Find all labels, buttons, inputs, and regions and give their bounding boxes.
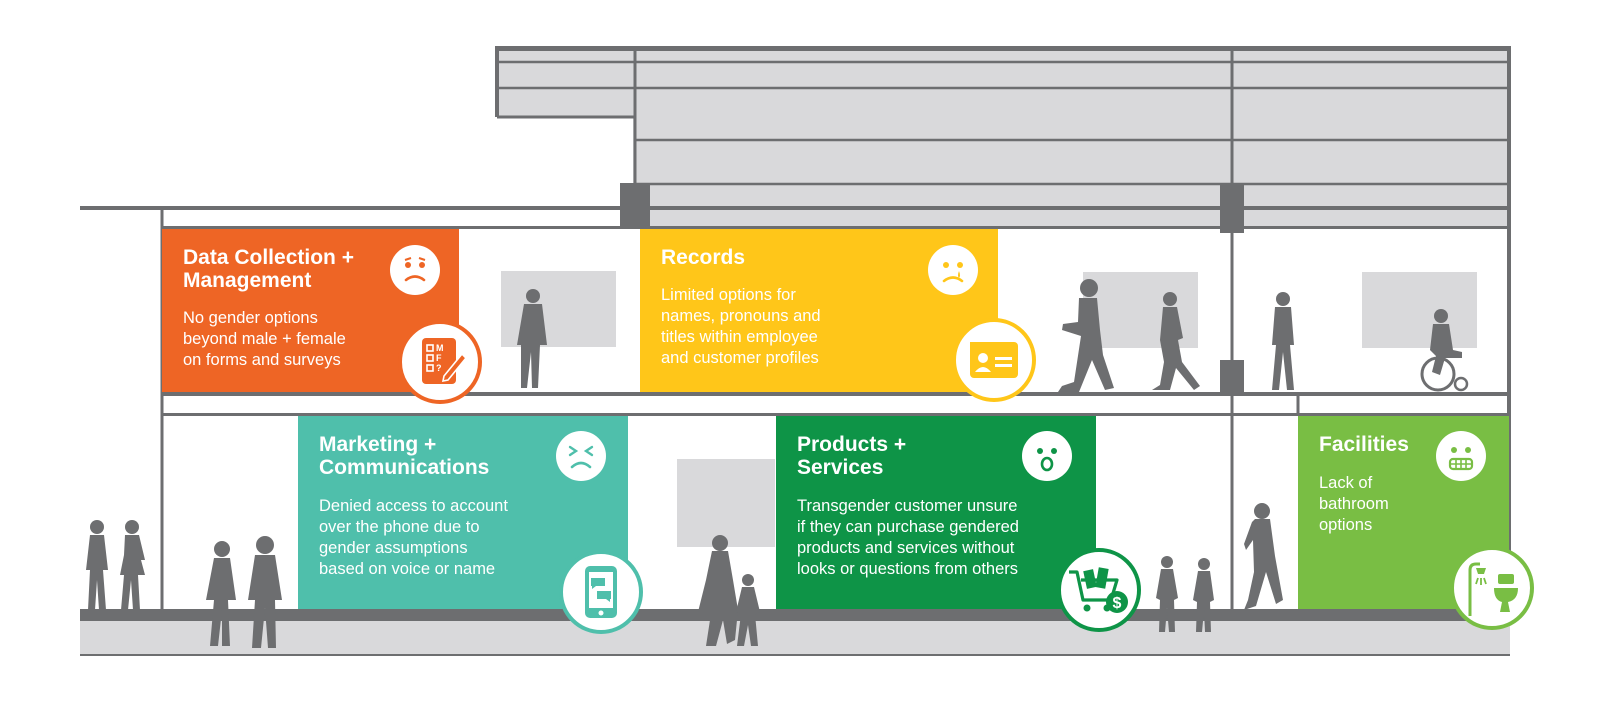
panel-records: Records Limited options for names, prono… <box>640 229 998 392</box>
panel-title: Records <box>661 246 746 269</box>
person-walking-ground-right <box>1244 503 1283 610</box>
svg-text:M: M <box>436 343 444 353</box>
panel-data-collection: Data Collection + Management No gender o… <box>162 229 459 392</box>
person-standing-upper-left <box>517 289 547 388</box>
frustrated-face-icon <box>556 431 606 481</box>
people-women-pair <box>86 520 145 610</box>
panel-products: Products + Services Transgender customer… <box>776 416 1096 609</box>
panel-description: Denied access to account over the phone … <box>319 497 508 578</box>
upper-building <box>495 46 1511 229</box>
id-card-icon <box>952 318 1036 402</box>
panel-title: Marketing + Communications <box>319 433 490 479</box>
panel-description: No gender options beyond male + female o… <box>183 309 346 369</box>
wall-windows <box>501 271 1477 547</box>
surprised-face-icon <box>1022 431 1072 481</box>
crying-face-icon <box>928 245 978 295</box>
people-silhouettes <box>86 279 1469 648</box>
phone-chat-icon <box>559 550 643 634</box>
people-mother-child <box>698 535 760 646</box>
svg-text:$: $ <box>1113 595 1122 612</box>
person-walking-upper-middle <box>1058 279 1114 392</box>
person-walking-upper-woman <box>1152 292 1200 390</box>
sad-face-icon <box>390 245 440 295</box>
floor-structure <box>80 183 1511 656</box>
shower-toilet-icon <box>1450 546 1534 630</box>
people-couple <box>206 536 282 648</box>
panel-title: Data Collection + Management <box>183 246 354 292</box>
people-kids <box>1156 556 1214 632</box>
form-icon: M F ? <box>398 320 482 404</box>
person-wheelchair <box>1420 309 1469 392</box>
panel-description: Limited options for names, pronouns and … <box>661 286 821 367</box>
panel-title: Products + Services <box>797 433 907 479</box>
shopping-cart-icon: $ <box>1057 548 1141 632</box>
panel-title: Facilities <box>1319 433 1409 456</box>
panel-description: Lack of bathroom options <box>1319 474 1389 534</box>
panel-description: Transgender customer unsure if they can … <box>797 497 1019 578</box>
svg-text:F: F <box>436 353 442 363</box>
svg-text:?: ? <box>436 363 442 373</box>
person-standing-upper-right <box>1272 292 1294 390</box>
grimace-face-icon <box>1436 431 1486 481</box>
